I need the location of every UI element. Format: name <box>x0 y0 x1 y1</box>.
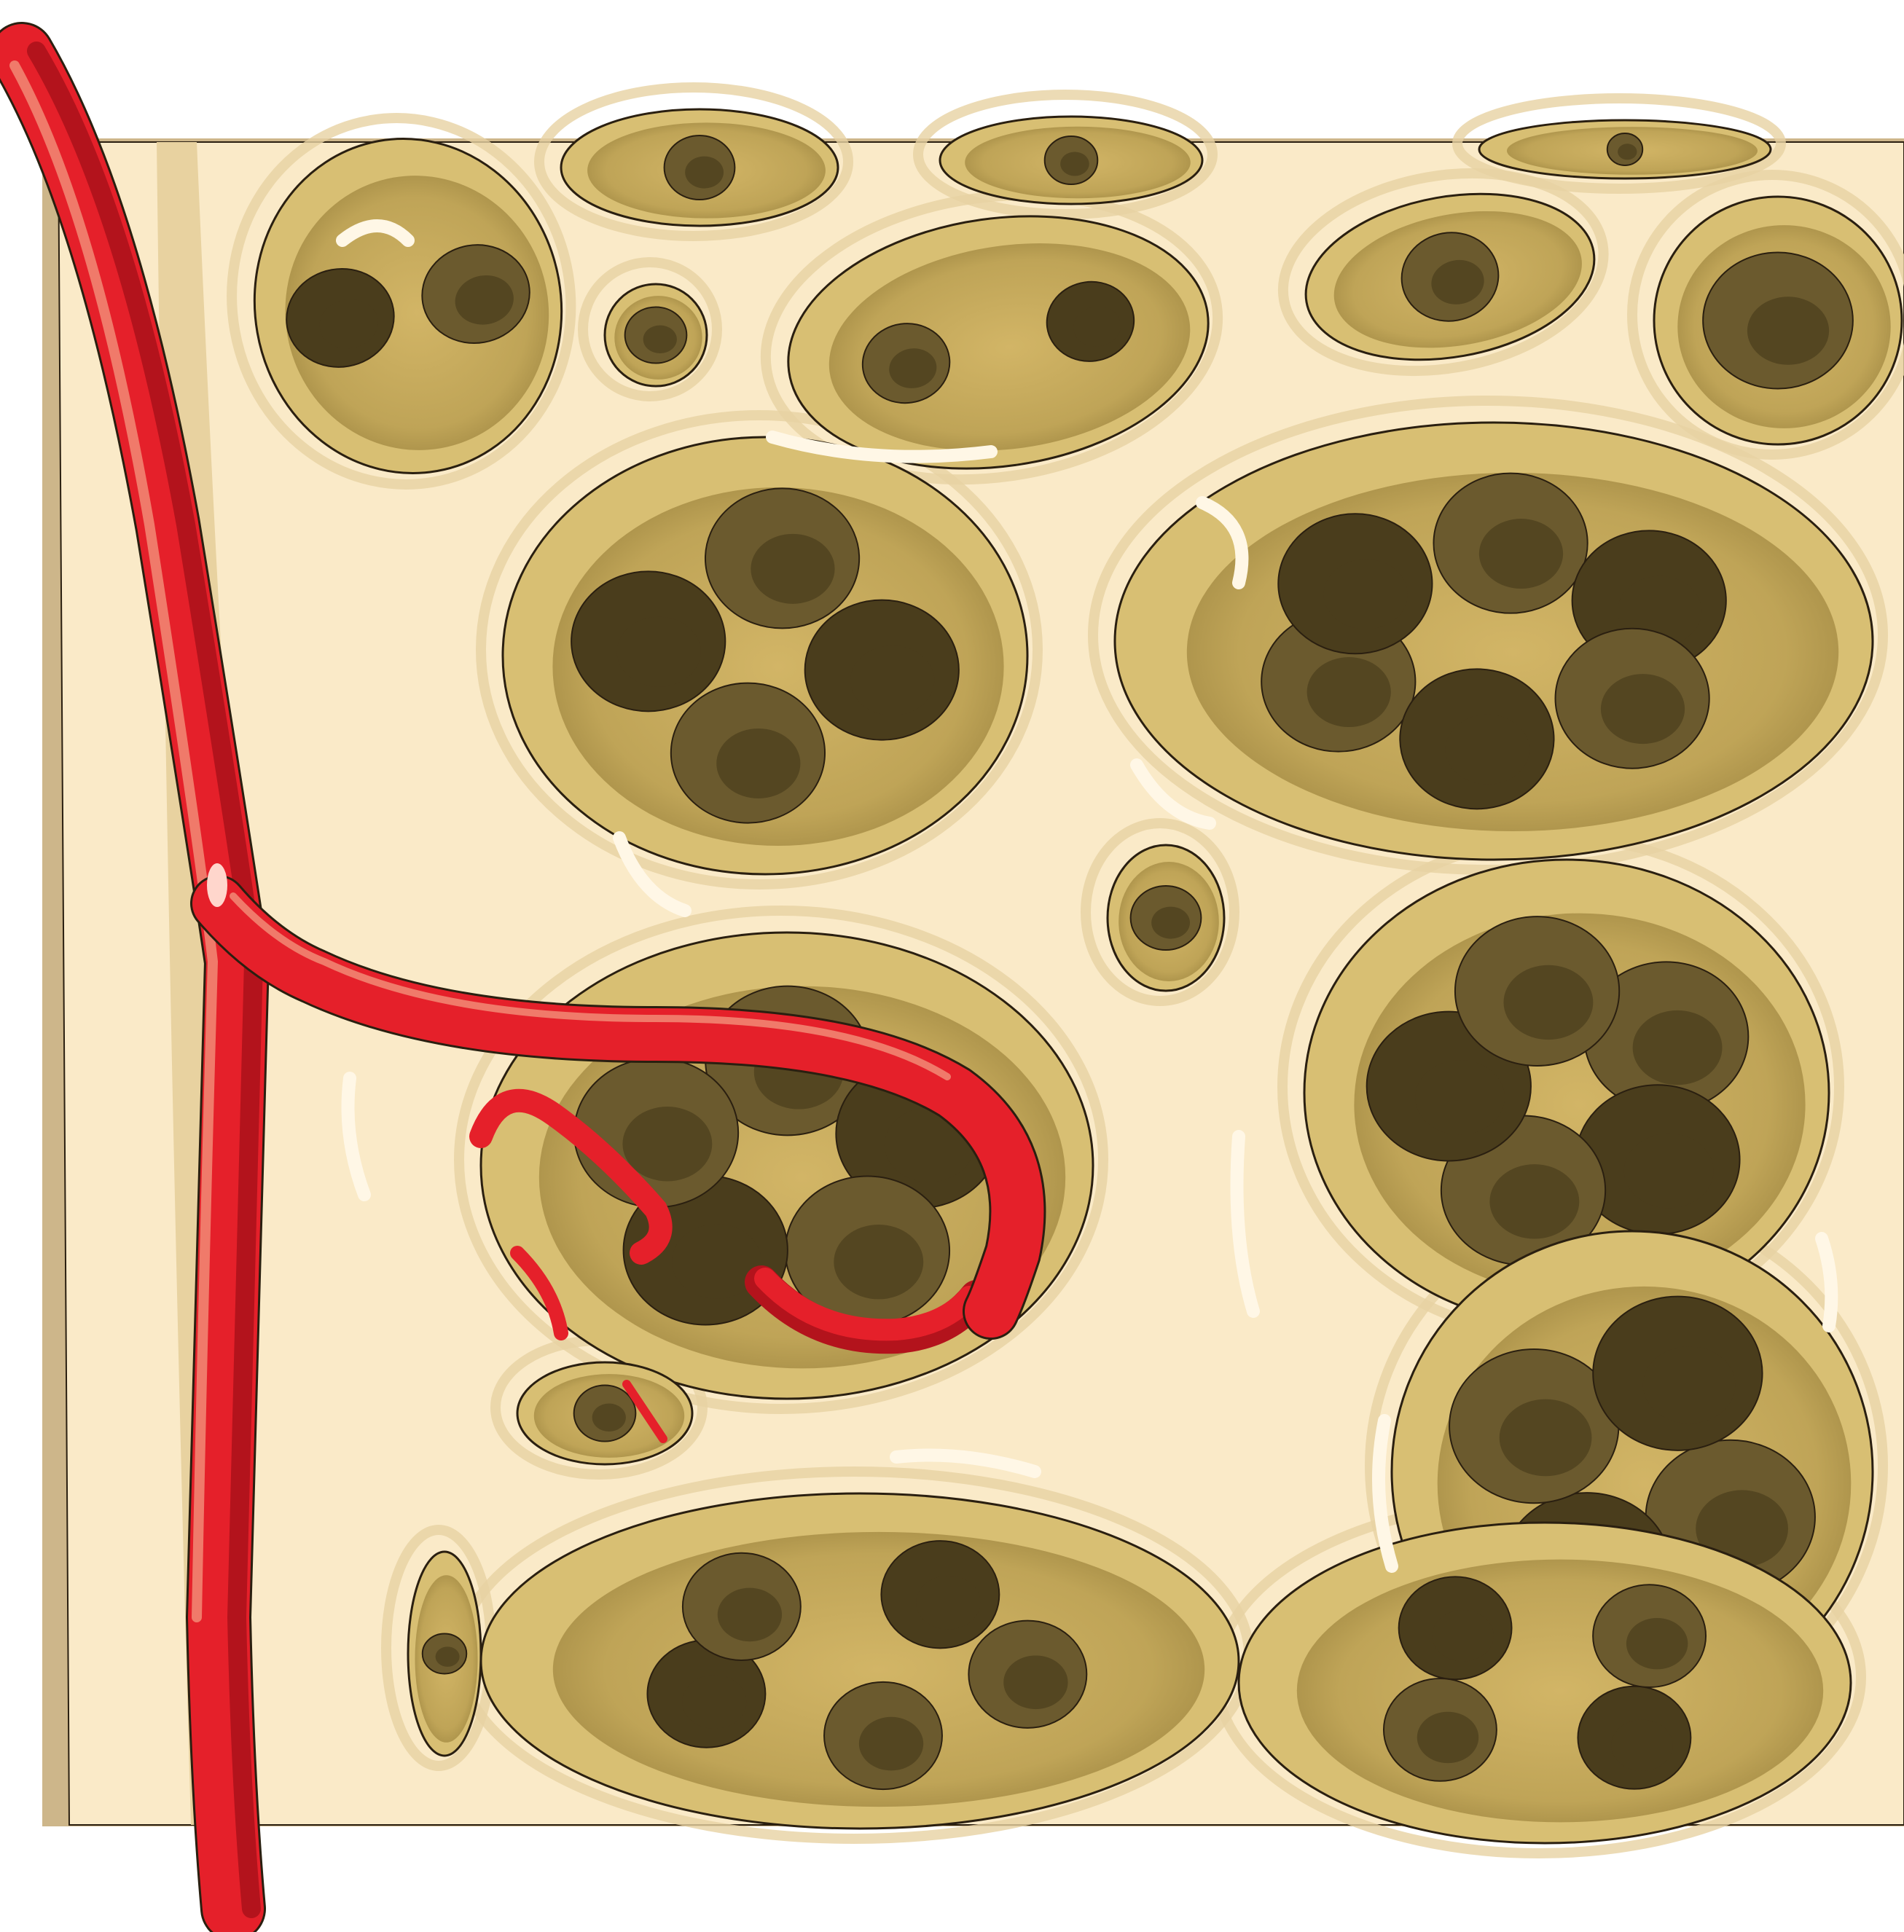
trabecular-cavities <box>227 82 1904 1858</box>
trabecular-cavity <box>1106 844 1226 992</box>
trabecular-cavity <box>1237 1521 1852 1845</box>
bone-highlight-streak <box>1230 1130 1260 1318</box>
bone-highlight-streak <box>341 1072 371 1201</box>
trabecular-cavity <box>603 283 708 388</box>
trabecular-cavity <box>516 1361 694 1466</box>
trabecular-cavity <box>407 1550 482 1757</box>
trabecular-cavity <box>1304 192 1596 361</box>
branch-vessel <box>192 877 1044 1338</box>
inner-vessel-branches <box>469 1088 993 1443</box>
bone-highlight-streak <box>1372 1414 1398 1573</box>
vessel-junction-shine <box>207 863 227 907</box>
vessel-loop <box>469 1088 673 1265</box>
trabecular-cavity <box>939 115 1204 205</box>
cavity-rim-shadow <box>1081 818 1239 1006</box>
trabecular-cavity <box>1303 858 1830 1327</box>
cavity-rim-shadow <box>913 90 1218 219</box>
vessel-twig-left <box>510 1246 568 1340</box>
bone-highlight-streak <box>890 1448 1041 1478</box>
bone-highlight-streak <box>1130 758 1216 830</box>
cavity-rim-shadow <box>227 113 576 490</box>
main-vessel <box>0 24 268 1932</box>
trabecular-cavity <box>560 108 839 227</box>
trabecular-cavity <box>1653 195 1903 446</box>
cavity-rim-shadow <box>1627 170 1904 460</box>
trabecular-cavity <box>253 138 563 474</box>
main-vessel-highlight <box>9 60 219 1622</box>
cavity-rim-shadow <box>1452 93 1786 194</box>
vessel-curve-bottom-shine <box>754 1268 980 1341</box>
blood-vessel <box>0 22 1046 1932</box>
cavity-rim-shadow <box>534 82 853 241</box>
cavity-rim-shadow <box>454 906 1108 1414</box>
trabecular-cavity <box>501 436 1029 876</box>
trabecular-highlights <box>336 219 1838 1573</box>
cavity-rim-shadow <box>578 257 722 401</box>
bone-highlight-streak <box>1815 1232 1838 1332</box>
trabecular-cavity <box>1113 421 1874 861</box>
bone-highlight-streak <box>336 219 415 247</box>
vessel-twig-lower <box>622 1380 667 1443</box>
cavity-rim-shadow <box>476 410 1043 890</box>
trabecular-cavity <box>1478 119 1772 180</box>
cavity-rim-shadow <box>760 190 1223 485</box>
trabecular-cavity <box>479 1492 1240 1830</box>
bone-highlight-streak <box>766 431 998 463</box>
cavity-rim-shadow <box>1277 168 1609 377</box>
trabecular-cavity <box>787 215 1210 470</box>
bone-highlight-streak <box>1196 496 1249 589</box>
branch-vessel-highlight <box>230 892 951 1080</box>
bone-highlight-streak <box>613 831 692 917</box>
